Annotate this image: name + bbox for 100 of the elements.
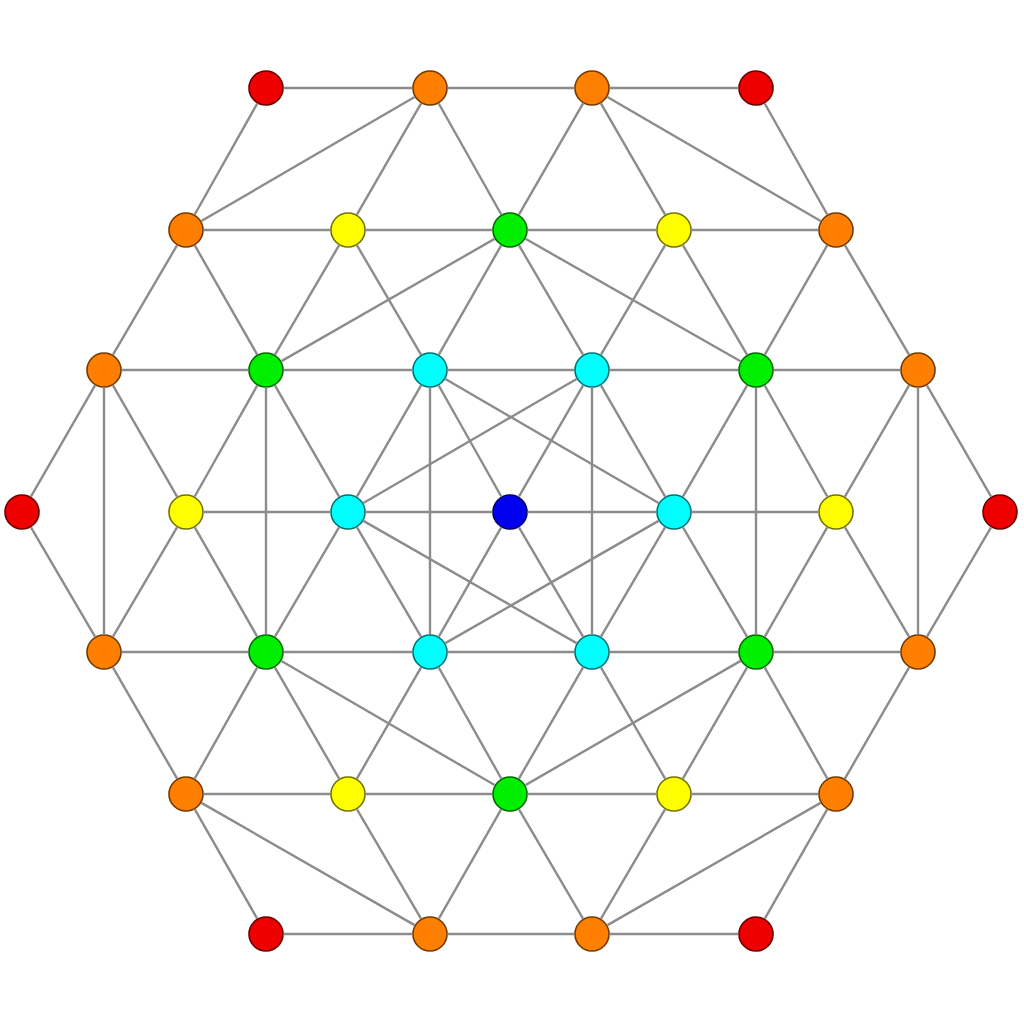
graph-edge bbox=[437, 666, 503, 780]
graph-vertex bbox=[168, 494, 204, 530]
graph-edge bbox=[283, 86, 413, 90]
graph-edge bbox=[111, 384, 179, 498]
graph-edge bbox=[203, 792, 331, 796]
graph-vertex bbox=[330, 494, 366, 530]
graph-edge bbox=[773, 368, 901, 372]
graph-vertex bbox=[168, 776, 204, 812]
graph-edge bbox=[273, 666, 341, 780]
graph-edge bbox=[355, 384, 423, 498]
graph-edge bbox=[527, 792, 657, 796]
graph-edge bbox=[599, 244, 667, 356]
graph-edge bbox=[517, 526, 585, 638]
graph-vertex bbox=[738, 916, 774, 952]
graph-edge bbox=[200, 801, 416, 927]
graph-edge bbox=[606, 801, 822, 927]
graph-edge bbox=[437, 526, 503, 638]
graph-edge bbox=[517, 808, 585, 920]
graph-edge bbox=[599, 384, 667, 498]
graph-vertex bbox=[168, 212, 204, 248]
graph-edge bbox=[763, 384, 829, 498]
graph-edge bbox=[447, 368, 575, 372]
graph-edge bbox=[121, 650, 249, 654]
graph-vertex bbox=[818, 212, 854, 248]
graph-edge bbox=[609, 650, 739, 654]
graph-vertex bbox=[574, 70, 610, 106]
graph-edge bbox=[763, 526, 829, 638]
graph-edge bbox=[283, 650, 413, 654]
graph-vertex bbox=[656, 212, 692, 248]
graph-vertex bbox=[330, 776, 366, 812]
graph-edge bbox=[691, 510, 819, 514]
graph-edge bbox=[29, 526, 97, 638]
graph-edge bbox=[200, 95, 416, 223]
graph-edge bbox=[283, 932, 413, 936]
graph-edge bbox=[355, 526, 423, 638]
graph-edge bbox=[355, 102, 423, 216]
graph-edge bbox=[681, 526, 749, 638]
graph-edge bbox=[524, 659, 742, 787]
graph-edge bbox=[843, 244, 911, 356]
graph-edge bbox=[609, 86, 739, 90]
graph-vertex bbox=[656, 776, 692, 812]
graph-edge bbox=[527, 228, 657, 232]
graph-edge bbox=[925, 526, 993, 638]
graph-vertex bbox=[492, 776, 528, 812]
graph-edge bbox=[763, 666, 829, 780]
graph-edge bbox=[365, 228, 493, 232]
graph-edge bbox=[283, 368, 413, 372]
graph-vertex bbox=[492, 494, 528, 530]
graph-edge bbox=[447, 932, 575, 936]
graph-vertex bbox=[492, 212, 528, 248]
graph-edge bbox=[273, 526, 341, 638]
graph-vertex bbox=[738, 70, 774, 106]
graph-edge bbox=[609, 368, 739, 372]
graph-edge bbox=[599, 808, 667, 920]
graph-edge bbox=[203, 228, 331, 232]
graph-edge bbox=[437, 384, 503, 498]
graph-edge bbox=[193, 666, 259, 780]
graph-edge bbox=[273, 244, 341, 356]
graph-edge bbox=[111, 666, 179, 780]
graph-edge bbox=[111, 244, 179, 356]
graph-vertex bbox=[738, 634, 774, 670]
graph-edge bbox=[447, 86, 575, 90]
graph-vertex bbox=[574, 916, 610, 952]
graph-vertex bbox=[574, 634, 610, 670]
graph-edge bbox=[437, 102, 503, 216]
graph-edge bbox=[843, 384, 911, 498]
graph-edge bbox=[111, 526, 179, 638]
graph-edge bbox=[362, 377, 578, 505]
graph-edge bbox=[280, 237, 496, 363]
graph-vertex bbox=[412, 352, 448, 388]
graph-edge bbox=[517, 244, 585, 356]
graph-edge bbox=[527, 510, 657, 514]
graph-vertex bbox=[900, 634, 936, 670]
graph-edge bbox=[365, 510, 493, 514]
graph-vertex bbox=[4, 494, 40, 530]
graph-edge bbox=[365, 792, 493, 796]
graph-edge bbox=[193, 244, 259, 356]
graph-edge bbox=[193, 526, 259, 638]
graph-edge bbox=[517, 384, 585, 498]
graph-vertex bbox=[656, 494, 692, 530]
graph-vertex bbox=[248, 634, 284, 670]
graph-vertex bbox=[900, 352, 936, 388]
graph-edge bbox=[599, 666, 667, 780]
graph-edge bbox=[681, 666, 749, 780]
graph-edge bbox=[193, 384, 259, 498]
graph-edge bbox=[691, 228, 819, 232]
graph-edge bbox=[447, 650, 575, 654]
graph-edge bbox=[437, 808, 503, 920]
graph-edge bbox=[428, 387, 432, 635]
graph-edge bbox=[763, 244, 829, 356]
graph-edge bbox=[681, 244, 749, 356]
graph-edge bbox=[606, 95, 822, 223]
graph-vertex bbox=[982, 494, 1018, 530]
graph-vertex bbox=[412, 634, 448, 670]
graph-edge bbox=[517, 666, 585, 780]
graph-edge bbox=[29, 384, 97, 498]
graph-edge bbox=[355, 666, 423, 780]
graph-vertex bbox=[248, 70, 284, 106]
graph-edge bbox=[925, 384, 993, 498]
graph-vertex bbox=[412, 70, 448, 106]
